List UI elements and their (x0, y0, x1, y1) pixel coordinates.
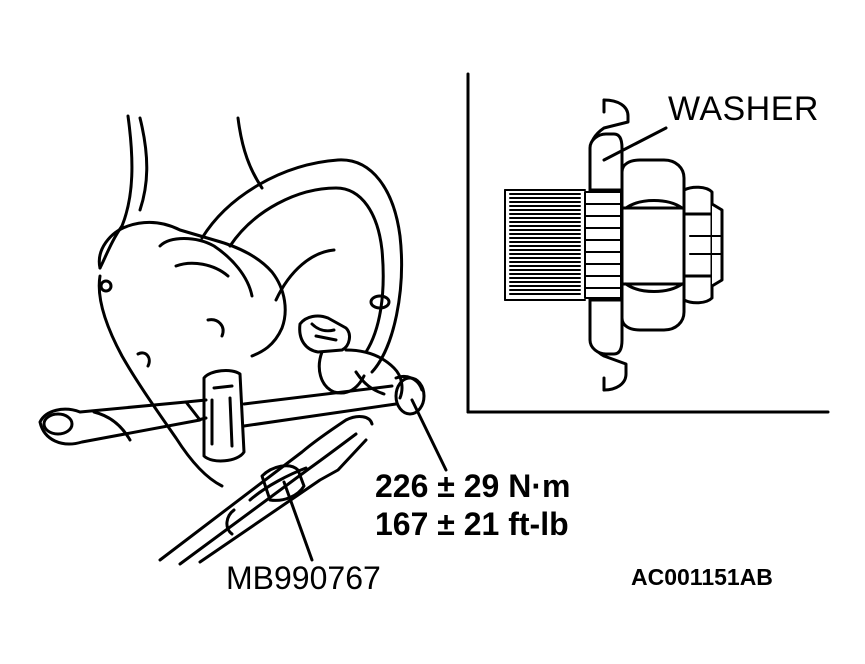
wrench-socket (394, 375, 426, 416)
figure-id: AC001151AB (631, 564, 773, 590)
torque-spec-ftlb: 167 ± 21 ft-lb (375, 506, 569, 542)
tool-part-number: MB990767 (226, 560, 381, 596)
nut-crown (682, 185, 724, 305)
wrench-grip (38, 400, 202, 446)
wrench-shaft (184, 384, 398, 428)
threaded-stub (584, 191, 622, 299)
tool-leader (282, 480, 314, 562)
tool-collar (260, 464, 306, 502)
steering-knuckle-disc (97, 114, 404, 488)
hex-nut (620, 158, 686, 332)
washer-leader (602, 126, 668, 162)
inset-axle-nut-detail (504, 98, 724, 392)
torque-spec-nm: 226 ± 29 N·m (375, 468, 571, 504)
inset-frame (466, 72, 830, 414)
tool-mb990767 (158, 415, 374, 566)
strut (120, 114, 264, 228)
washer (588, 132, 624, 356)
splined-shaft (504, 189, 586, 301)
brake-disc (200, 158, 404, 374)
torque-wrench (38, 369, 448, 472)
torque-leader (410, 398, 448, 472)
knuckle-body (97, 221, 287, 488)
wrench-head (202, 369, 246, 463)
hub-end (298, 314, 404, 400)
washer-label: WASHER (668, 90, 819, 128)
tool-handle (158, 415, 374, 566)
